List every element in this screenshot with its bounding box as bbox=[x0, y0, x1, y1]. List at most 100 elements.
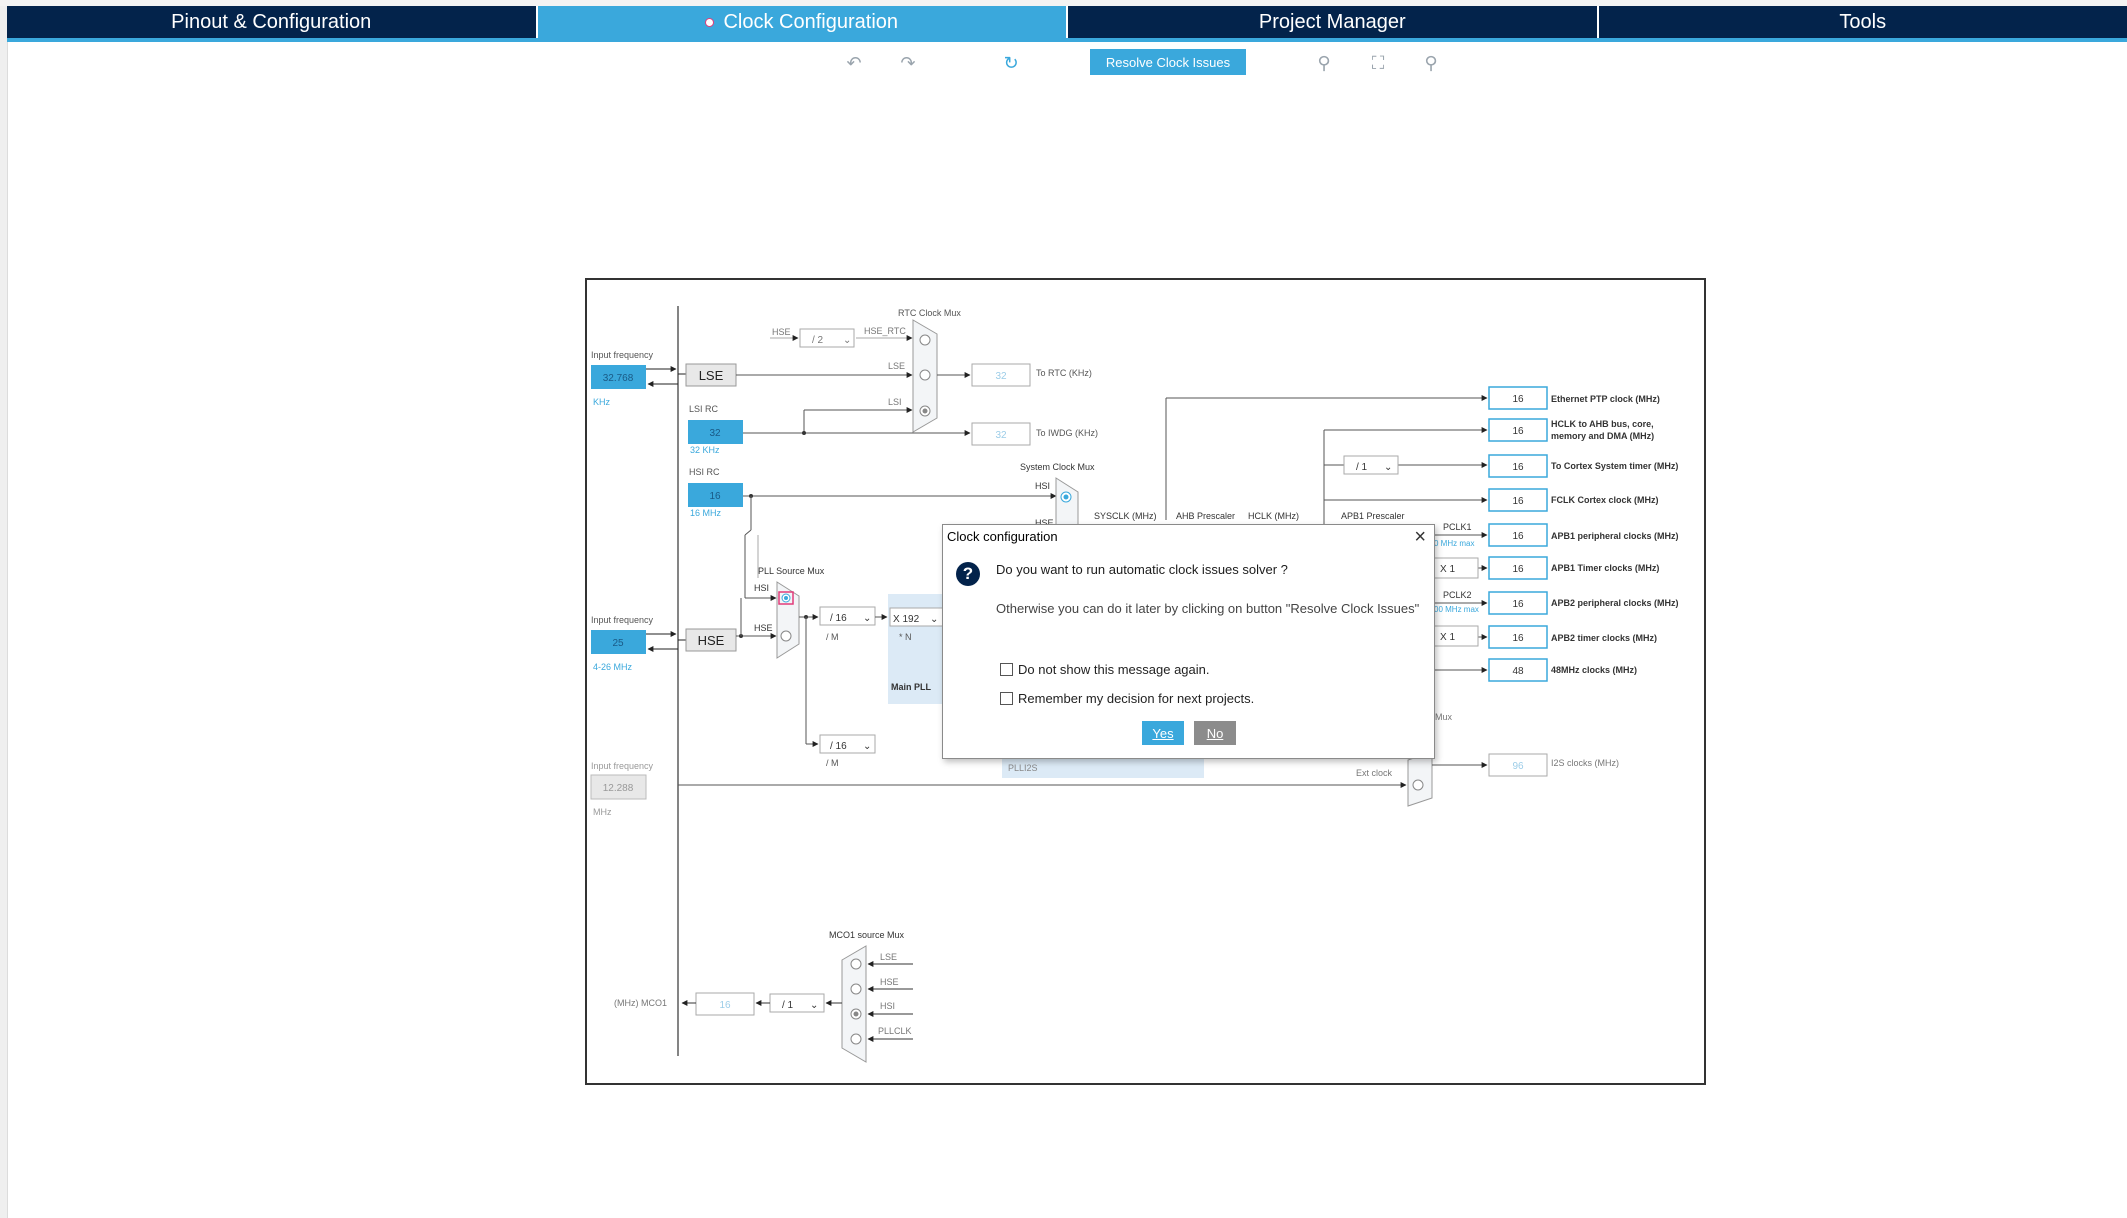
do-not-show-option[interactable]: Do not show this message again. bbox=[1000, 662, 1210, 677]
clock-48mhz-output[interactable] bbox=[1488, 658, 1548, 682]
lsi-unit: 32 KHz bbox=[690, 445, 720, 455]
tab-clock-configuration[interactable]: Clock Configuration bbox=[537, 6, 1068, 38]
pll-m-label: / M bbox=[826, 632, 839, 642]
yes-button[interactable]: Yes bbox=[1142, 721, 1184, 745]
iwdg-output-field[interactable] bbox=[971, 422, 1031, 446]
refresh-icon[interactable]: ↻ bbox=[1003, 53, 1019, 73]
mco1-pllclk-label: PLLCLK bbox=[878, 1026, 912, 1036]
tab-tools[interactable]: Tools bbox=[1598, 6, 2127, 38]
plli2s-m-divider[interactable] bbox=[819, 734, 876, 754]
pclk2-max-label: 00 MHz max bbox=[1434, 605, 1479, 614]
i2s-output-value: 96 bbox=[1512, 761, 1524, 772]
hse-unit: 4-26 MHz bbox=[593, 662, 633, 672]
mco1-output-value: 16 bbox=[719, 1000, 731, 1011]
redo-icon[interactable]: ↷ bbox=[900, 53, 916, 73]
pll-m-divider[interactable] bbox=[819, 606, 876, 626]
mco1-div-value: / 1 bbox=[782, 1000, 794, 1011]
hclk-ahb-output[interactable] bbox=[1488, 418, 1548, 442]
rtc-hse-divider[interactable] bbox=[799, 328, 855, 348]
no-button[interactable]: No bbox=[1194, 721, 1236, 745]
pll-source-mux-title: PLL Source Mux bbox=[758, 566, 825, 576]
do-not-show-checkbox[interactable] bbox=[1000, 663, 1013, 676]
cortex-div-value: / 1 bbox=[1356, 462, 1368, 473]
output-value: 16 bbox=[1512, 462, 1524, 473]
zoom-out-icon[interactable]: ⚲ bbox=[1424, 53, 1438, 73]
i2s-output-field[interactable] bbox=[1488, 753, 1548, 777]
undo-icon[interactable]: ↶ bbox=[846, 53, 862, 73]
apb1-timer-output[interactable] bbox=[1488, 556, 1548, 580]
lse-unit: KHz bbox=[593, 397, 611, 407]
hse-frequency-value: 25 bbox=[612, 638, 624, 649]
question-icon: ? bbox=[956, 562, 980, 586]
clock-configuration-dialog: Clock configuration × ? Do you want to r… bbox=[942, 524, 1435, 759]
rtc-lsi-label: LSI bbox=[888, 397, 902, 407]
mco1-output-label: (MHz) MCO1 bbox=[614, 998, 667, 1008]
close-icon[interactable]: × bbox=[1414, 526, 1426, 548]
output-value: 16 bbox=[1512, 633, 1524, 644]
mco1-source-mux[interactable] bbox=[841, 945, 867, 1063]
rtc-hse-rtc-label: HSE_RTC bbox=[864, 326, 906, 336]
i2s-ext-clock-label: Ext clock bbox=[1356, 768, 1393, 778]
fit-screen-icon[interactable]: ⛶ bbox=[1371, 53, 1385, 73]
output-label: APB2 timer clocks (MHz) bbox=[1551, 633, 1657, 643]
sysmux-hsi-label: HSI bbox=[1035, 481, 1050, 491]
lsi-block[interactable] bbox=[688, 420, 743, 444]
apb2-timer-mult-value: X 1 bbox=[1440, 632, 1455, 643]
lse-frequency-input[interactable] bbox=[591, 365, 646, 389]
chevron-down-icon: ⌄ bbox=[843, 335, 851, 346]
remember-decision-option[interactable]: Remember my decision for next projects. bbox=[1000, 691, 1254, 706]
output-value: 16 bbox=[1512, 599, 1524, 610]
lse-label: LSE bbox=[699, 368, 724, 383]
output-label: 48MHz clocks (MHz) bbox=[1551, 665, 1637, 675]
i2s-clock-mux[interactable] bbox=[1407, 751, 1433, 807]
output-value: 16 bbox=[1512, 496, 1524, 507]
title-strip bbox=[0, 0, 2127, 6]
resolve-clock-issues-button[interactable]: Resolve Clock Issues bbox=[1090, 49, 1246, 75]
ext-frequency-value: 12.288 bbox=[603, 783, 634, 794]
apb2-peripheral-output[interactable] bbox=[1488, 591, 1548, 615]
hse-frequency-input[interactable] bbox=[591, 630, 646, 654]
ahb-prescaler-label: AHB Prescaler bbox=[1176, 511, 1235, 521]
output-fields: 16 Ethernet PTP clock (MHz) 16 HCLK to A… bbox=[1488, 386, 1679, 682]
dialog-question: Do you want to run automatic clock issue… bbox=[996, 562, 1288, 577]
output-value: 16 bbox=[1512, 426, 1524, 437]
do-not-show-label: Do not show this message again. bbox=[1018, 662, 1210, 677]
chevron-down-icon: ⌄ bbox=[1384, 462, 1392, 473]
tab-project-manager[interactable]: Project Manager bbox=[1068, 6, 1599, 38]
zoom-in-icon[interactable]: ⚲ bbox=[1317, 53, 1331, 73]
output-value: 16 bbox=[1512, 564, 1524, 575]
mco1-output-field[interactable] bbox=[695, 992, 755, 1016]
ext-frequency-input[interactable] bbox=[590, 774, 647, 800]
pll-n-value: X 192 bbox=[893, 614, 920, 625]
fclk-output[interactable] bbox=[1488, 488, 1548, 512]
tab-label: Clock Configuration bbox=[723, 10, 899, 33]
lsi-label: LSI RC bbox=[689, 404, 719, 414]
apb2-timer-output[interactable] bbox=[1488, 625, 1548, 649]
chevron-down-icon: ⌄ bbox=[863, 741, 871, 752]
main-pll-label: Main PLL bbox=[891, 682, 932, 692]
plli2s-region bbox=[1002, 758, 1204, 778]
lse-input-label: Input frequency bbox=[591, 350, 654, 360]
mco1-hsi-label: HSI bbox=[880, 1001, 895, 1011]
hsi-block[interactable] bbox=[688, 483, 743, 507]
plli2s-m-label: / M bbox=[826, 758, 839, 768]
dialog-title: Clock configuration bbox=[947, 529, 1058, 544]
sysmux-hse-label: HSE bbox=[1035, 518, 1054, 528]
cortex-timer-divider[interactable] bbox=[1343, 455, 1399, 475]
ethernet-ptp-output[interactable] bbox=[1488, 386, 1548, 410]
pllmux-hse-label: HSE bbox=[754, 623, 773, 633]
cortex-timer-output[interactable] bbox=[1488, 454, 1548, 478]
pclk1-max-label: 0 MHz max bbox=[1434, 539, 1474, 548]
pll-source-mux[interactable] bbox=[776, 581, 800, 659]
remember-decision-checkbox[interactable] bbox=[1000, 692, 1013, 705]
tab-pinout[interactable]: Pinout & Configuration bbox=[7, 6, 538, 38]
chevron-down-icon: ⌄ bbox=[810, 1000, 818, 1011]
ext-input-label: Input frequency bbox=[591, 761, 654, 771]
hse-block[interactable] bbox=[685, 628, 737, 652]
pclk2-label: PCLK2 bbox=[1443, 590, 1472, 600]
rtc-hse-label: HSE bbox=[772, 327, 791, 337]
mco1-hse-label: HSE bbox=[880, 977, 899, 987]
pll-m-value: / 16 bbox=[830, 613, 847, 624]
apb1-peripheral-output[interactable] bbox=[1488, 523, 1548, 547]
rtc-output-field[interactable] bbox=[971, 363, 1031, 387]
